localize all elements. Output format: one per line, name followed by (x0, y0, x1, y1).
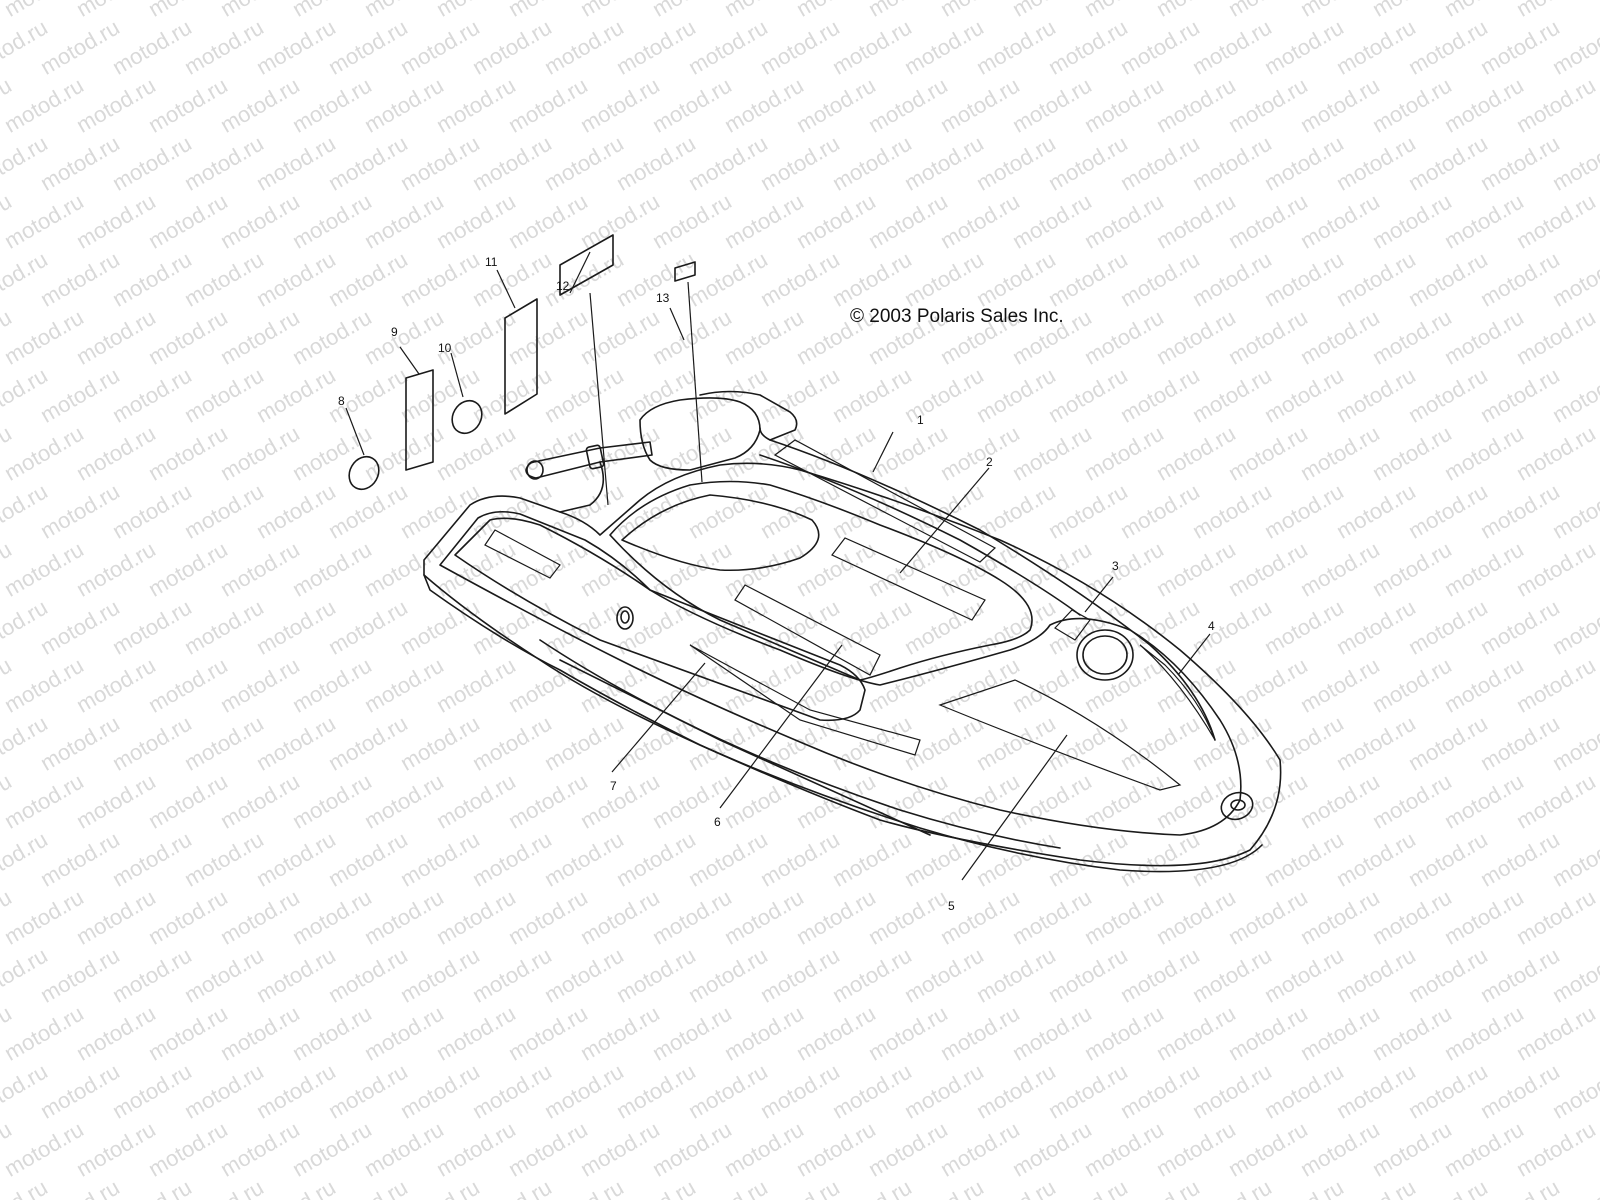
hull-chine-line (559, 659, 931, 836)
handlebar-throttle (585, 444, 605, 470)
callout-12: 12 (556, 279, 570, 293)
side-fitting (616, 606, 634, 630)
callout-13: 13 (656, 291, 670, 305)
callout-9: 9 (391, 325, 398, 339)
decal-3 (1054, 609, 1091, 641)
seat-deck (609, 480, 1033, 681)
decal-10 (451, 399, 483, 435)
handlebar-grip-end (526, 460, 544, 480)
decal-2 (831, 537, 986, 621)
callout-8: 8 (338, 394, 345, 408)
decal-7b (689, 644, 921, 756)
copyright-notice: © 2003 Polaris Sales Inc. (850, 306, 1064, 327)
bow-hatch-inner (1082, 635, 1128, 675)
hull-keel-line (539, 639, 1061, 849)
leader-lines (345, 251, 1211, 881)
bow-ridge-2 (759, 454, 1081, 616)
callout-10: 10 (438, 341, 452, 355)
footwell-port (454, 517, 866, 722)
decal-6 (734, 584, 881, 676)
decal-7 (484, 529, 561, 579)
bow-eye-inner (1230, 799, 1246, 811)
callout-4: 4 (1208, 619, 1215, 633)
decal-1 (773, 439, 997, 563)
hull-rim-inner (439, 510, 1242, 836)
bow-ridge (769, 439, 1216, 741)
decal-9 (405, 369, 434, 471)
handlebar-post (559, 461, 605, 513)
callout-7: 7 (610, 779, 617, 793)
hull-lower-side (423, 574, 1263, 873)
side-fitting-inner (620, 610, 630, 624)
decal-12 (559, 234, 614, 296)
bow-hatch-outer (1076, 629, 1134, 681)
decal-5 (938, 679, 1182, 791)
decal-8 (348, 455, 380, 491)
seat-pad (621, 494, 820, 572)
callout-3: 3 (1112, 559, 1119, 573)
callout-2: 2 (986, 455, 993, 469)
decal-11 (504, 298, 538, 415)
callout-6: 6 (714, 815, 721, 829)
pod-top (699, 390, 798, 441)
bow-eye-outer (1220, 791, 1254, 821)
decal-4 (1139, 644, 1216, 741)
decal-13 (674, 261, 696, 282)
callout-11: 11 (485, 255, 498, 269)
callout-1: 1 (917, 413, 924, 427)
callout-5: 5 (948, 899, 955, 913)
